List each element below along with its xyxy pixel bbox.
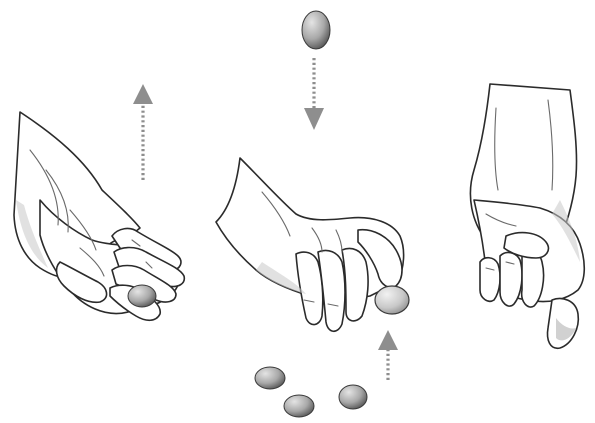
arrow-up-left xyxy=(133,84,153,180)
ground-stone-3 xyxy=(339,385,367,409)
stone-in-palm xyxy=(128,285,156,307)
stones-on-ground xyxy=(255,367,367,417)
stone-falling xyxy=(302,11,330,49)
arrow-up-middle xyxy=(378,330,398,380)
left-hand-open-palm xyxy=(14,112,184,320)
ground-stone-2 xyxy=(284,395,314,417)
stone-being-caught xyxy=(375,286,409,314)
middle-hand-catching xyxy=(216,158,404,331)
ground-stone-1 xyxy=(255,367,285,389)
right-hand-closed-fist xyxy=(470,84,584,348)
arrow-down-middle xyxy=(304,58,324,130)
